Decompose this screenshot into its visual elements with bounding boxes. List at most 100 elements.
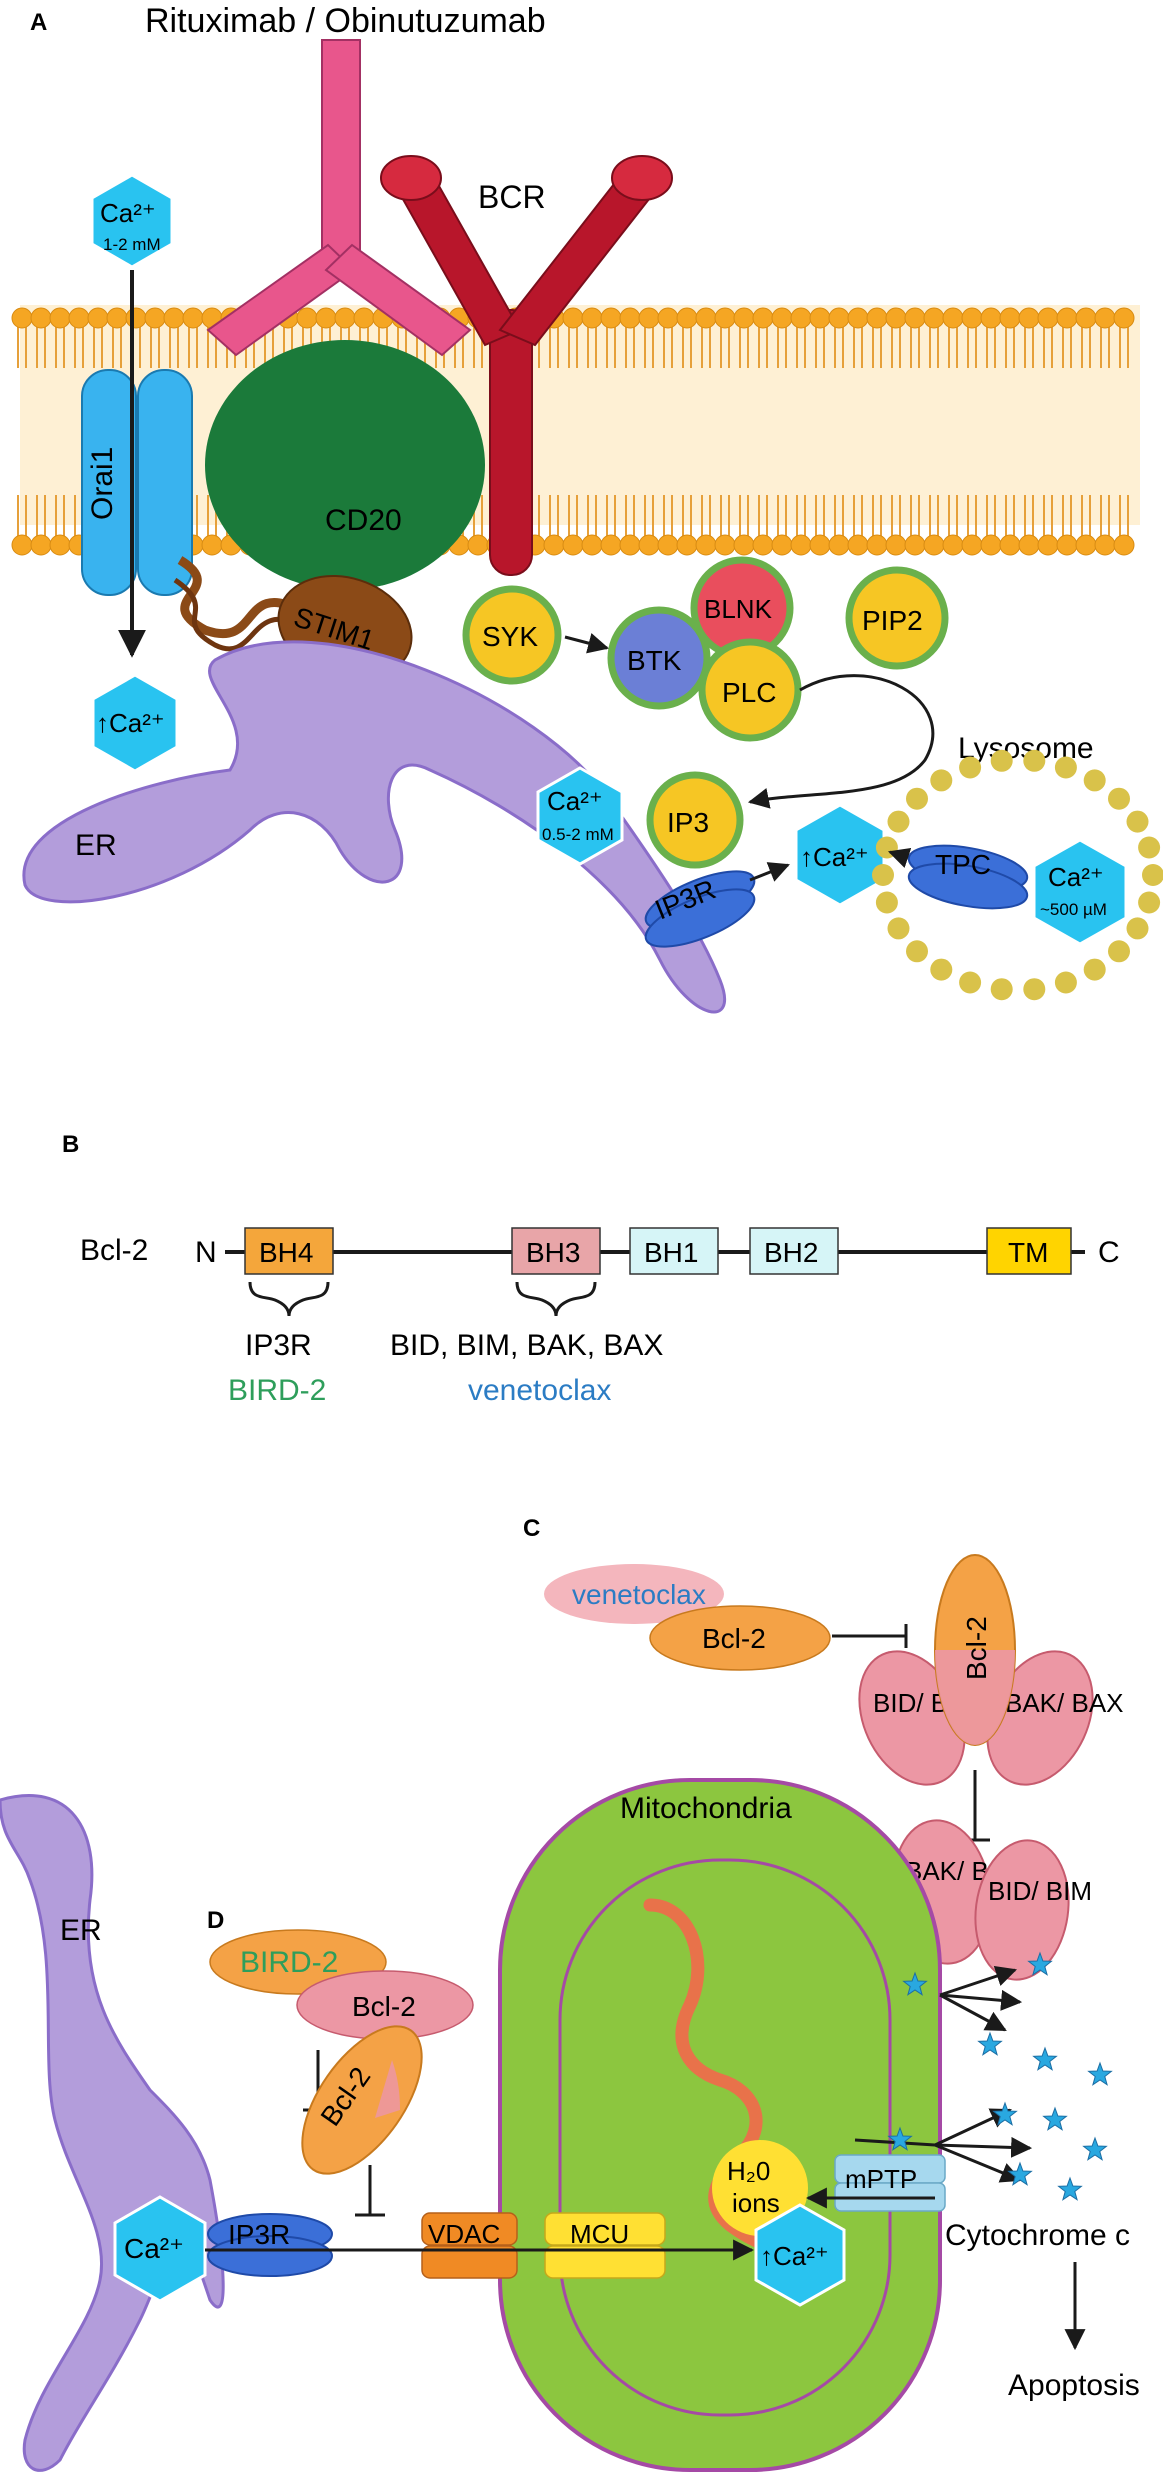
lysosome-membrane-dot xyxy=(1083,958,1106,981)
svg-text:↑Ca²⁺: ↑Ca²⁺ xyxy=(760,2241,829,2271)
calcium-mito: ↑Ca²⁺ xyxy=(754,2203,846,2307)
vdac-label: VDAC xyxy=(428,2219,500,2249)
bh4-drug-label: BIRD-2 xyxy=(228,1374,326,1407)
plc-protein: PLC xyxy=(698,638,802,742)
lipid-head xyxy=(11,307,33,329)
svg-text:BH1: BH1 xyxy=(644,1237,698,1268)
svg-text:BH2: BH2 xyxy=(764,1237,818,1268)
syk-protein: SYK xyxy=(462,585,562,685)
lipid-head xyxy=(1018,534,1040,556)
cytochrome-c-star-icon xyxy=(1007,2161,1033,2186)
lipid-head xyxy=(866,307,888,329)
cytochrome-c-label: Cytochrome c xyxy=(945,2219,1130,2252)
syk-to-btk-arrow xyxy=(564,633,610,654)
cytochrome-c-star-icon xyxy=(992,2101,1018,2126)
svg-text:1-2 mM: 1-2 mM xyxy=(103,235,161,254)
cytochrome-c-star-icon xyxy=(1087,2061,1113,2086)
lipid-head xyxy=(714,534,736,556)
lysosome-membrane-dot xyxy=(1108,787,1130,810)
lipid-head xyxy=(581,534,603,556)
lysosome-membrane-dot xyxy=(959,756,982,779)
cytochrome-c-molecules xyxy=(887,1951,1113,2201)
lipid-head xyxy=(790,534,812,556)
bcl2-tilted xyxy=(301,2025,423,2175)
lysosome-membrane-dot xyxy=(1108,940,1130,963)
svg-text:BID/ BIM: BID/ BIM xyxy=(988,1876,1092,1906)
lipid-head xyxy=(809,534,831,556)
orai1-channel xyxy=(81,369,193,596)
lipid-head xyxy=(733,307,755,329)
ip3r-release-arrow xyxy=(749,862,790,882)
svg-text:↑Ca²⁺: ↑Ca²⁺ xyxy=(800,842,869,872)
lipid-head xyxy=(68,307,90,329)
lipid-head xyxy=(790,307,812,329)
bcl2-vertical-label: Bcl-2 xyxy=(961,1616,992,1680)
svg-text:BH4: BH4 xyxy=(259,1237,313,1268)
svg-text:↑Ca²⁺: ↑Ca²⁺ xyxy=(96,708,165,738)
cytochrome-c-star-icon xyxy=(887,2126,913,2151)
lipid-head xyxy=(1094,534,1116,556)
lipid-head xyxy=(1094,307,1116,329)
lipid-head xyxy=(1056,307,1078,329)
tpc-release-arrow xyxy=(888,848,912,868)
lysosome-membrane-dot xyxy=(990,978,1013,1001)
lipid-head xyxy=(30,307,52,329)
er-organelle-d xyxy=(0,1794,225,2472)
ip3r-label-d: IP3R xyxy=(228,2219,290,2250)
domain-bh3: BH3 xyxy=(511,1227,601,1275)
lipid-head xyxy=(11,534,33,556)
svg-text:PLC: PLC xyxy=(722,677,776,708)
venetoclax-molecule xyxy=(544,1564,724,1624)
mcu-channel xyxy=(544,2212,666,2279)
n-terminus: N xyxy=(195,1236,217,1269)
lipid-head xyxy=(1113,534,1135,556)
lipid-head xyxy=(182,307,204,329)
bird2-label: BIRD-2 xyxy=(240,1946,338,1979)
lipid-head xyxy=(144,307,166,329)
bcr-label: BCR xyxy=(478,179,546,215)
lipid-head xyxy=(657,534,679,556)
pip2-molecule: PIP2 xyxy=(845,566,949,670)
lipid-head xyxy=(961,307,983,329)
lipid-head xyxy=(942,307,964,329)
domain-bh4: BH4 xyxy=(244,1227,334,1275)
lipid-head xyxy=(163,307,185,329)
lipid-head xyxy=(676,307,698,329)
domain-tm: TM xyxy=(986,1227,1072,1275)
bcl2-protein-name: Bcl-2 xyxy=(80,1234,148,1267)
ip3-molecule: IP3 xyxy=(646,771,744,869)
panel-c-label: C xyxy=(523,1515,540,1542)
tpc-label: TPC xyxy=(935,849,991,880)
lipid-head xyxy=(733,534,755,556)
lipid-head xyxy=(904,534,926,556)
lipid-head xyxy=(657,307,679,329)
domain-bh1: BH1 xyxy=(629,1227,719,1275)
cd20-label: CD20 xyxy=(325,504,402,537)
lipid-head xyxy=(1037,534,1059,556)
mitochondria-label: Mitochondria xyxy=(620,1792,792,1825)
lysosome-membrane-dot xyxy=(872,864,894,886)
svg-text:BH3: BH3 xyxy=(526,1237,580,1268)
svg-text:Ca²⁺: Ca²⁺ xyxy=(547,786,603,816)
lysosome-membrane-dot xyxy=(1142,864,1163,886)
bcl2-label-c: Bcl-2 xyxy=(702,1623,766,1654)
lysosome-membrane-dot xyxy=(1083,769,1106,792)
cytochrome-release-arrows-bottom xyxy=(854,2108,1033,2183)
pip2-to-ip3-arrow xyxy=(747,674,935,809)
domain-bh2: BH2 xyxy=(749,1227,839,1275)
lipid-head xyxy=(942,534,964,556)
lipid-head xyxy=(828,534,850,556)
btk-protein: BTK xyxy=(607,606,711,710)
cytochrome-c-star-icon xyxy=(1027,1951,1053,1976)
er-label-a: ER xyxy=(75,829,117,862)
lipid-head xyxy=(49,307,71,329)
er-label-d: ER xyxy=(60,1914,102,1947)
lysosome-membrane-dot xyxy=(930,769,953,792)
calcium-er-d: Ca²⁺ xyxy=(113,2195,207,2303)
panel-a-label: A xyxy=(30,9,47,36)
vdac-channel xyxy=(421,2212,518,2279)
lipid-head xyxy=(1113,307,1135,329)
lysosome-membrane-dot xyxy=(1054,971,1077,994)
lipid-head xyxy=(638,307,660,329)
